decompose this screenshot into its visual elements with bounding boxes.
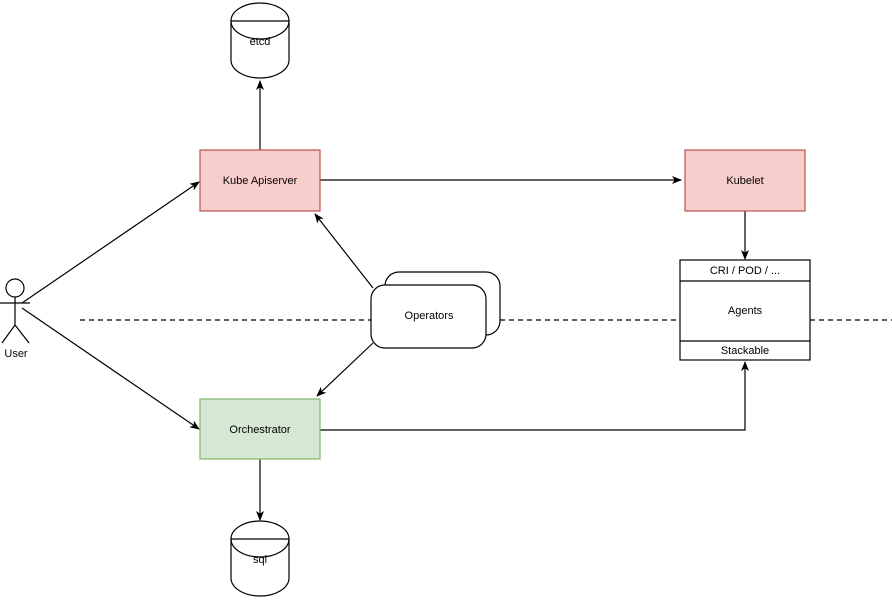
kube-apiserver-label: Kube Apiserver	[223, 175, 298, 187]
agents-footer-label: Stackable	[721, 345, 769, 357]
node-orchestrator[interactable]: Orchestrator	[199, 398, 321, 460]
sql-label: sql	[253, 554, 267, 566]
user-head-icon	[5, 278, 25, 298]
edge-layer	[21, 80, 749, 521]
agents-body-label: Agents	[728, 305, 763, 317]
etcd-cylinder-body	[230, 20, 290, 79]
etcd-cylinder-top	[230, 2, 290, 40]
agents-outer-box	[679, 259, 811, 361]
edge-orchestrator-to-stackable	[320, 361, 749, 431]
node-agents[interactable]: CRI / POD / ... Agents Stackable	[679, 259, 811, 361]
edge-user-to-orchestrator	[21, 307, 200, 430]
edge-operators-to-orchestrator	[316, 342, 374, 397]
orchestrator-label: Orchestrator	[229, 424, 290, 436]
node-operators[interactable]: Operators	[370, 271, 501, 349]
agents-header-label: CRI / POD / ...	[710, 265, 780, 277]
operators-label: Operators	[405, 310, 454, 322]
orchestrator-box	[199, 398, 321, 460]
kube-apiserver-box	[199, 149, 321, 212]
kubelet-box	[684, 149, 806, 212]
etcd-label: etcd	[250, 36, 271, 48]
node-sql[interactable]: sql	[230, 520, 290, 597]
sql-cylinder-body	[230, 538, 290, 597]
user-left-leg-line	[1, 324, 16, 344]
kubelet-label: Kubelet	[726, 175, 763, 187]
edge-operators-to-apiserver	[314, 213, 374, 289]
node-kubelet[interactable]: Kubelet	[684, 149, 806, 212]
node-etcd[interactable]: etcd	[230, 2, 290, 79]
user-right-leg-line	[14, 324, 30, 344]
user-label: User	[4, 348, 28, 360]
operators-front-card	[370, 284, 487, 349]
edge-user-to-apiserver	[21, 181, 200, 304]
node-kube-apiserver[interactable]: Kube Apiserver	[199, 149, 321, 212]
sql-cylinder-top	[230, 520, 290, 558]
node-user[interactable]: User	[0, 278, 30, 360]
